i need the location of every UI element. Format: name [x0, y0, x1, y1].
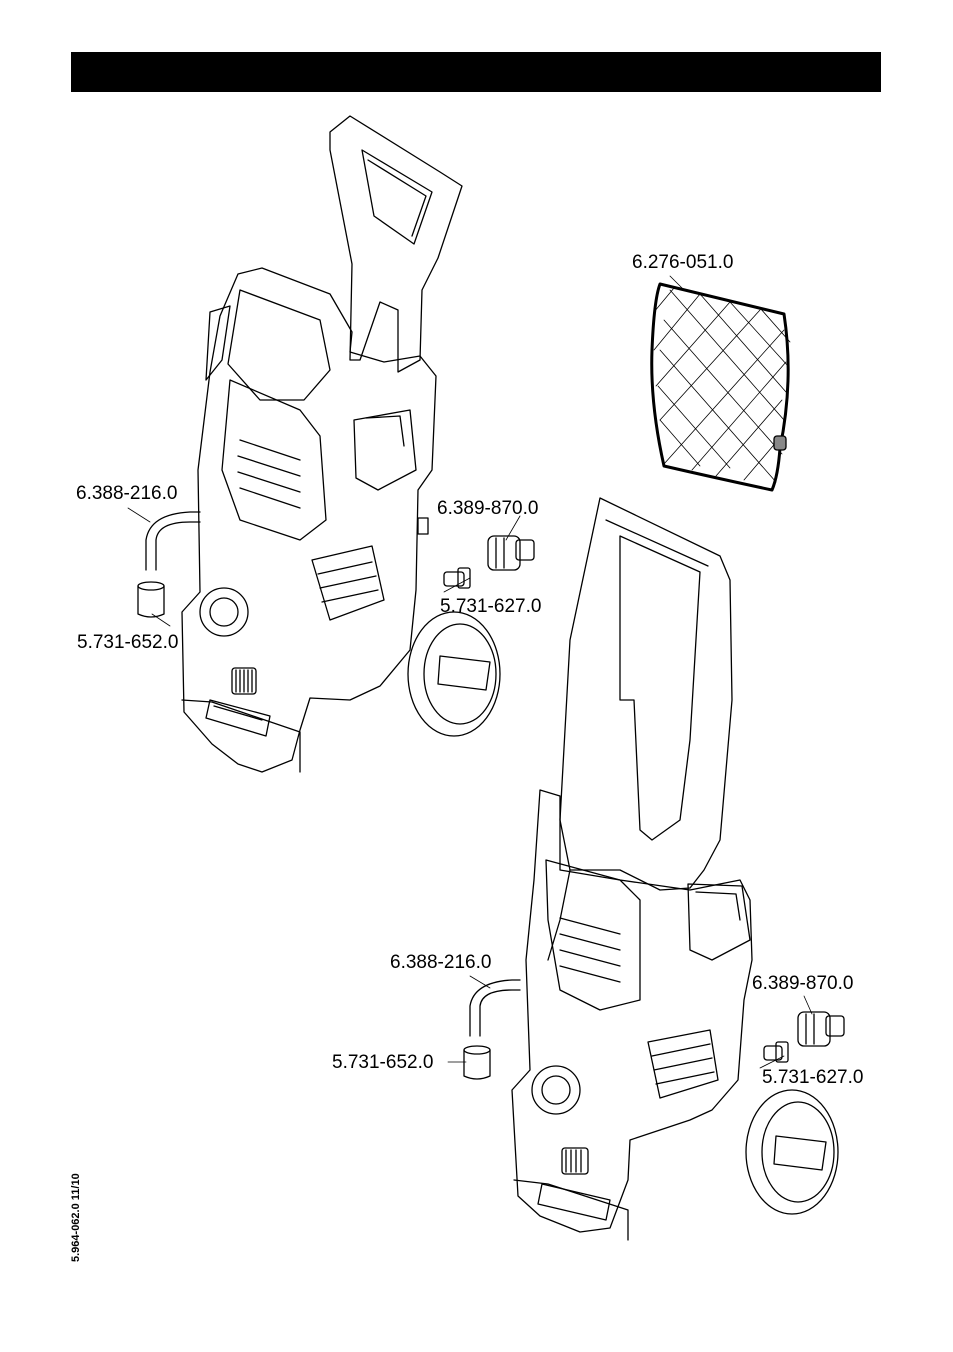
- upper-pressure-washer: [182, 116, 500, 772]
- label-upper-coupling: 6.389-870.0: [437, 498, 538, 520]
- lower-coupling: [798, 1012, 844, 1046]
- lower-pressure-washer: [512, 498, 838, 1240]
- upper-coupling: [488, 536, 534, 570]
- label-lower-adapter: 5.731-627.0: [762, 1067, 863, 1089]
- label-upper-cap: 5.731-652.0: [77, 632, 178, 654]
- lower-hose: [470, 980, 520, 1036]
- label-upper-adapter: 5.731-627.0: [440, 596, 541, 618]
- label-upper-hose: 6.388-216.0: [76, 483, 177, 505]
- label-lower-hose: 6.388-216.0: [390, 952, 491, 974]
- label-lower-cap: 5.731-652.0: [332, 1052, 433, 1074]
- upper-cap: [138, 582, 164, 617]
- lower-cap: [464, 1046, 490, 1079]
- leader-lines: [128, 276, 812, 1068]
- document-code: 5.964-062.0 11/10: [70, 1173, 82, 1262]
- upper-hose: [146, 512, 200, 570]
- label-lower-coupling: 6.389-870.0: [752, 973, 853, 995]
- label-filter-net: 6.276-051.0: [632, 252, 733, 274]
- filter-net: [652, 284, 790, 490]
- lower-adapter: [764, 1042, 788, 1062]
